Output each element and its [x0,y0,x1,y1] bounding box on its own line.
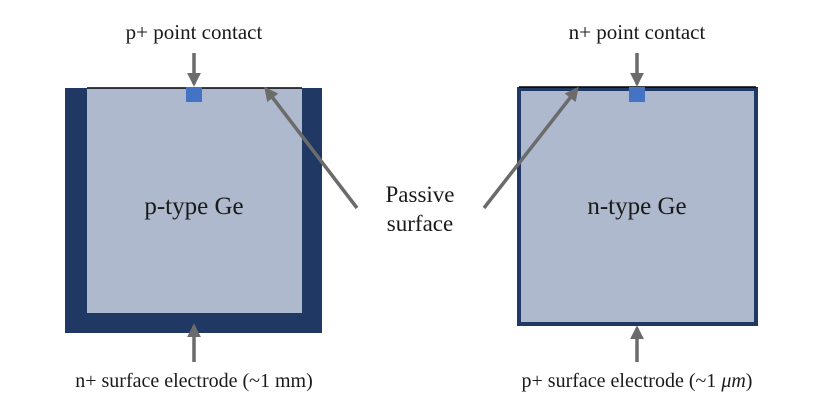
right-electrode-suffix: ) [745,370,753,392]
passive-label-line1: Passive [385,182,455,207]
passive-arrow-right [482,86,579,210]
left-ge-bulk [87,88,302,313]
right-electrode-unit: μm [721,370,746,392]
left-material-label: p-type Ge [144,193,244,220]
right-point-contact [629,87,645,102]
right-electrode-label: p+ surface electrode (~1 μm) [472,370,802,393]
right-material-label: n-type Ge [587,193,687,220]
passive-label-line2: surface [386,211,454,236]
left-electrode-label: n+ surface electrode (~1 mm) [75,370,313,392]
right-electrode-prefix: p+ surface electrode (~1 [521,370,722,392]
left-point-contact [186,87,202,102]
passive-arrow-left [264,86,359,210]
left-contact-label: p+ point contact [125,20,263,44]
passive-surface-label: Passive surface [370,180,470,238]
right-contact-label: n+ point contact [568,20,706,44]
